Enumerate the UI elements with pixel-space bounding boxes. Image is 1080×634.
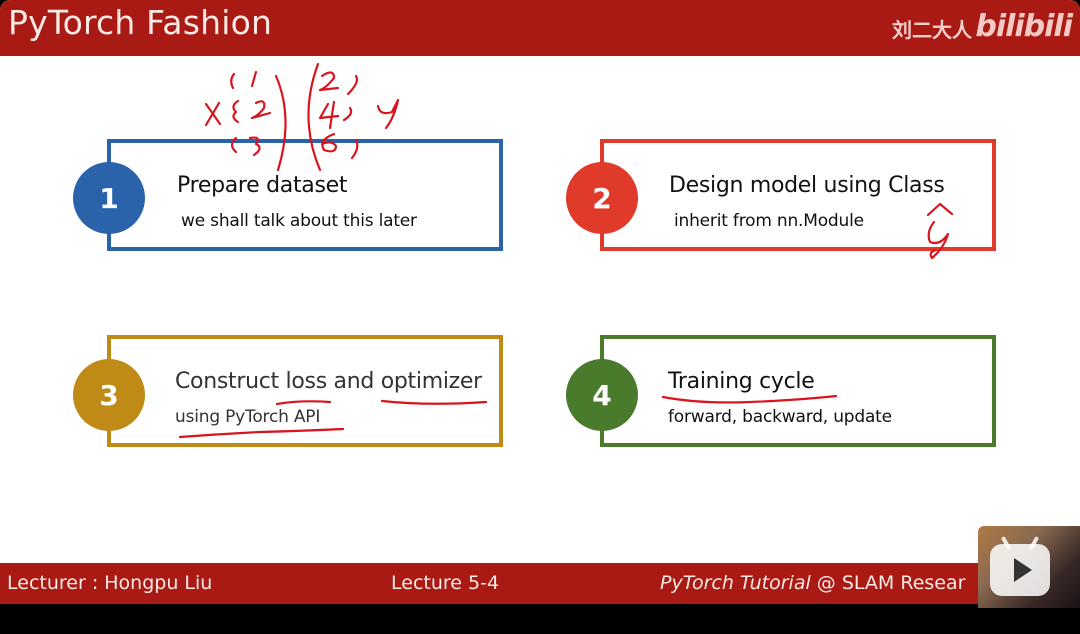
course-name: PyTorch Tutorial: [660, 572, 811, 594]
slide: PyTorch Fashion 刘二大人 bilibili Prepare da…: [0, 0, 1080, 604]
step-subtitle: forward, backward, update: [668, 407, 892, 427]
step-number-badge-2: 2: [566, 162, 638, 234]
step-subtitle: we shall talk about this later: [181, 211, 417, 231]
step-subtitle: inherit from nn.Module: [674, 211, 864, 231]
step-subtitle: using PyTorch API: [175, 407, 321, 427]
step-number-badge-1: 1: [73, 162, 145, 234]
play-triangle: [1014, 558, 1032, 582]
step-card-1: Prepare dataset we shall talk about this…: [107, 139, 503, 251]
step-title: Prepare dataset: [177, 173, 348, 198]
step-card-4: Training cycle forward, backward, update: [600, 335, 996, 447]
uploader-name: 刘二大人: [892, 20, 972, 42]
bilibili-logo: bilibili: [975, 9, 1073, 44]
lecture-number: Lecture 5-4: [391, 572, 500, 594]
course-affiliation: @ SLAM Resear: [810, 572, 966, 594]
course-title: PyTorch Tutorial @ SLAM Resear: [660, 571, 965, 595]
slide-footer: Lecturer : Hongpu Liu Lecture 5-4 PyTorc…: [0, 563, 1080, 604]
slide-header: PyTorch Fashion 刘二大人 bilibili: [0, 0, 1080, 56]
step-title: Design model using Class: [669, 173, 945, 198]
step-title: Construct loss and optimizer: [175, 369, 482, 394]
webcam-overlay[interactable]: [978, 526, 1080, 608]
step-title: Training cycle: [668, 369, 815, 394]
lecturer-label: Lecturer : Hongpu Liu: [7, 572, 213, 594]
slide-title: PyTorch Fashion: [8, 3, 273, 42]
step-number-badge-4: 4: [566, 359, 638, 431]
play-icon[interactable]: [990, 544, 1050, 596]
step-number-badge-3: 3: [73, 359, 145, 431]
step-card-3: Construct loss and optimizer using PyTor…: [107, 335, 503, 447]
step-card-2: Design model using Class inherit from nn…: [600, 139, 996, 251]
